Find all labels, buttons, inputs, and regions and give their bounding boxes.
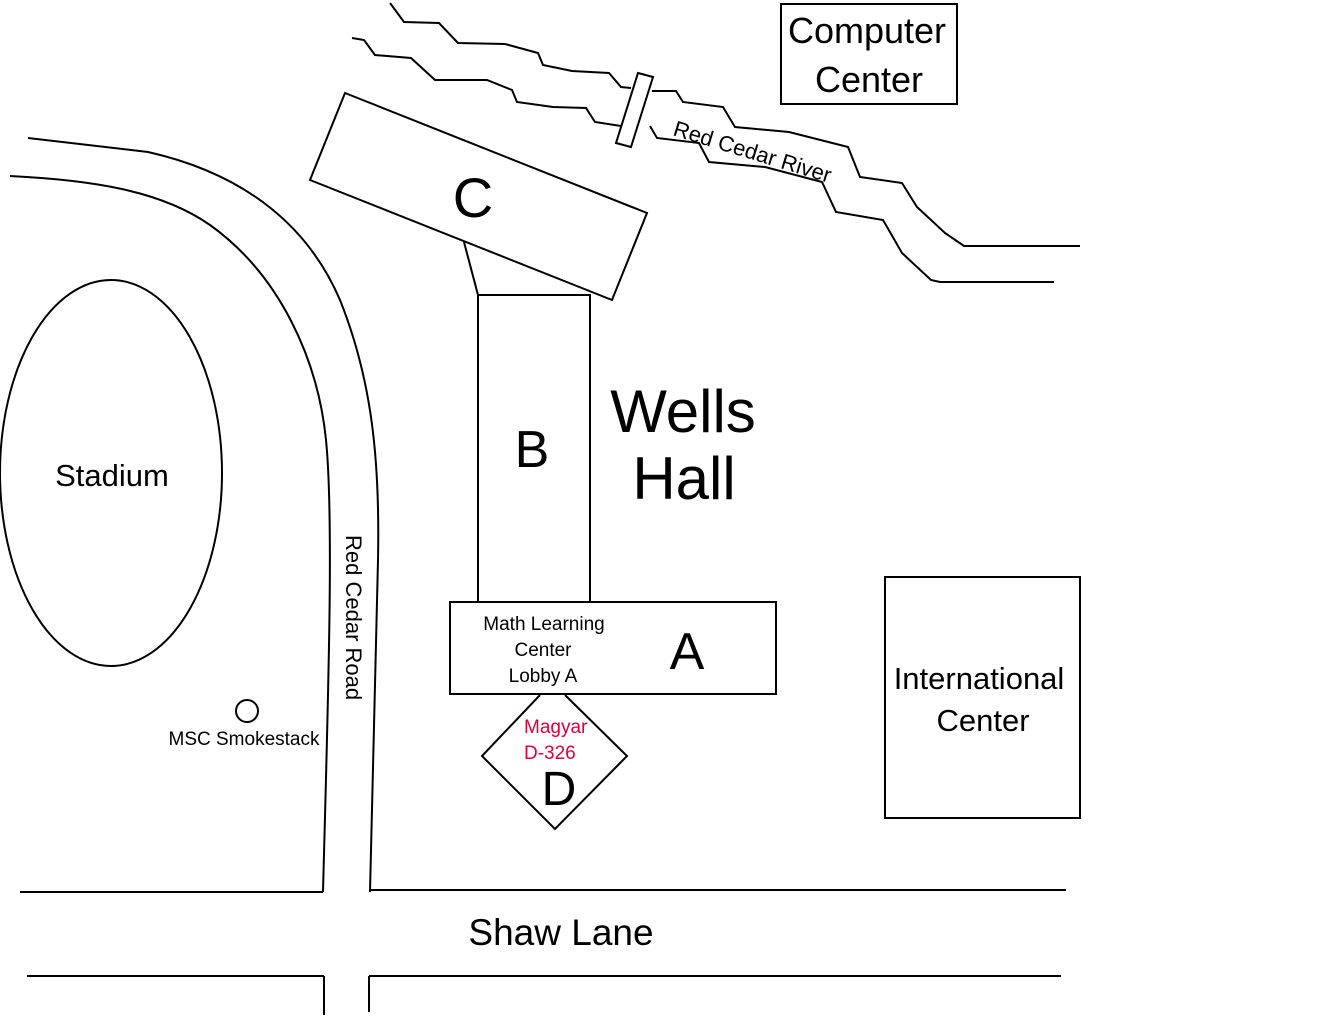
international-center-label-2: Center	[936, 703, 1029, 738]
computer-center-label-2: Center	[815, 59, 923, 100]
shaw-lane-label: Shaw Lane	[468, 912, 653, 953]
international-center-label: International	[894, 661, 1065, 696]
wing-c	[308, 91, 649, 302]
computer-center-label: Computer	[788, 10, 946, 51]
math-learning-center-label-3: Lobby A	[509, 666, 578, 687]
wing-b-label: B	[515, 421, 550, 479]
international-center: International Center	[884, 576, 1081, 819]
msc-smokestack: MSC Smokestack	[169, 699, 320, 750]
wing-c-label: C	[453, 166, 493, 229]
bridge	[614, 71, 655, 149]
office-label: Magyar	[524, 717, 588, 738]
office-room-label: D-326	[524, 743, 576, 764]
wells-hall-label: Wells	[610, 378, 756, 445]
smokestack-label: MSC Smokestack	[169, 729, 320, 750]
shaw-lane: Shaw Lane	[20, 889, 1066, 1015]
wells-hall: C B Wells Hall Math Learning Center Lobb…	[308, 91, 777, 831]
wing-d	[480, 694, 629, 831]
stadium-label: Stadium	[55, 458, 169, 493]
wing-a-label: A	[670, 623, 705, 681]
wells-hall-label-2: Hall	[632, 445, 735, 512]
wing-d-label: D	[542, 763, 577, 816]
red-cedar-road-label: Red Cedar Road	[341, 535, 366, 700]
red-cedar-road: Red Cedar Road	[9, 137, 380, 893]
math-learning-center-label-2: Center	[514, 640, 572, 661]
river-label: Red Cedar River	[671, 116, 835, 188]
computer-center: Computer Center	[780, 3, 958, 105]
wing-a	[449, 601, 777, 695]
math-learning-center-label: Math Learning	[483, 614, 604, 635]
stadium: Stadium	[0, 279, 223, 667]
